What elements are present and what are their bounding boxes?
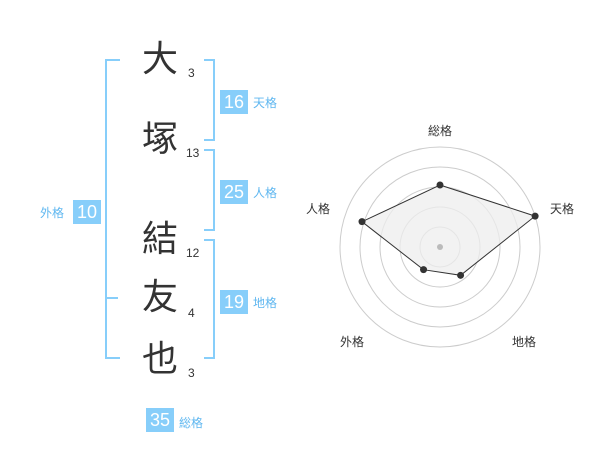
name-char-3: 結	[141, 219, 178, 260]
jinkaku-bracket	[204, 149, 215, 231]
name-char-4: 友	[141, 277, 178, 318]
radar-point-2	[531, 212, 539, 220]
tenkaku-value-badge: 16	[220, 90, 248, 114]
radar-ring-5	[339, 146, 541, 348]
soukaku-value-badge: 35	[146, 408, 174, 432]
chikaku-label: 地格	[253, 296, 278, 310]
chikaku-value-badge: 19	[220, 290, 248, 314]
name-char-5: 也	[141, 339, 178, 380]
stroke-count-5: 3	[188, 366, 195, 380]
radar-axis-label-jinkaku: 人格	[306, 202, 331, 216]
name-char-2: 塚	[141, 119, 178, 160]
tenkaku-label: 天格	[253, 96, 278, 110]
radar-point-1	[436, 181, 444, 189]
stroke-count-3: 12	[186, 246, 200, 260]
radar-center-dot	[437, 244, 443, 250]
radar-point-3	[457, 271, 465, 279]
radar-axis-label-tenkaku: 天格	[550, 202, 575, 216]
gaikaku-label: 外格	[40, 206, 65, 220]
stroke-count-4: 4	[188, 306, 195, 320]
gaikaku-bracket	[105, 59, 120, 359]
stroke-count-1: 3	[188, 66, 195, 80]
radar-ring-4	[359, 166, 521, 328]
gaikaku-value-badge: 10	[73, 200, 101, 224]
soukaku-label: 総格	[179, 416, 204, 430]
radar-axis-label-gaikaku: 外格	[340, 335, 365, 349]
jinkaku-label: 人格	[253, 186, 278, 200]
radar-area	[361, 184, 537, 276]
chikaku-bracket	[204, 239, 215, 359]
radar-axis-label-soukaku: 総格	[428, 124, 453, 138]
name-char-1: 大	[141, 39, 178, 80]
tenkaku-bracket	[204, 59, 215, 141]
radar-point-4	[420, 266, 428, 274]
fortune-radar-chart	[339, 146, 541, 348]
stroke-count-2: 13	[186, 146, 200, 160]
radar-axis-label-chikaku: 地格	[512, 335, 537, 349]
radar-point-5	[358, 218, 366, 226]
jinkaku-value-badge: 25	[220, 180, 248, 204]
